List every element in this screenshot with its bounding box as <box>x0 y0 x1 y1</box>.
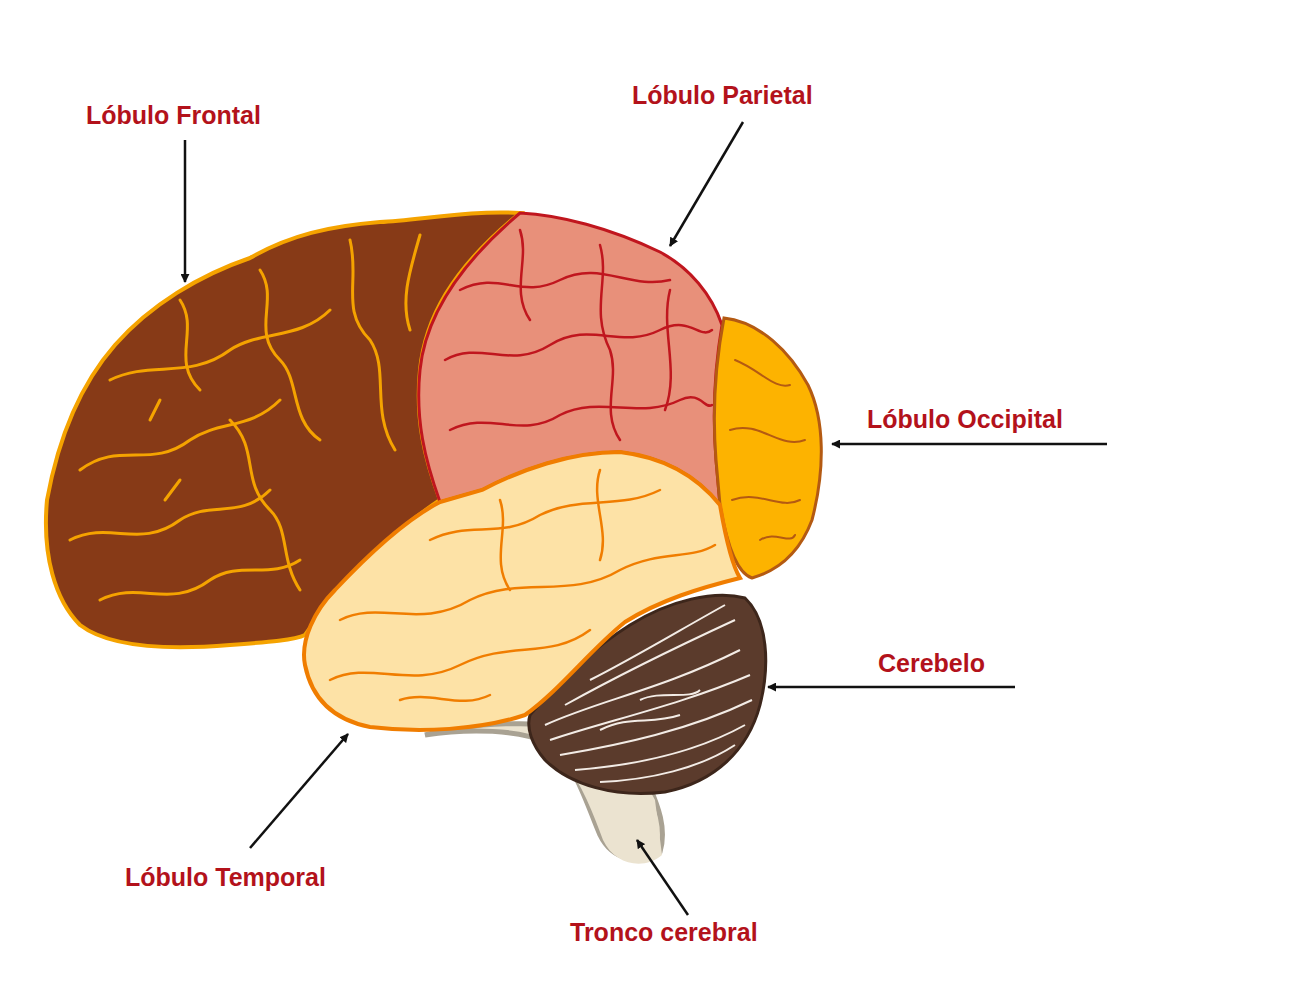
leader-arrow <box>768 686 1015 689</box>
region-label: Lóbulo Temporal <box>125 862 326 892</box>
temporal-lobe-shape <box>304 452 740 730</box>
parietal-gyri <box>445 230 712 440</box>
region-label: Lóbulo Frontal <box>86 100 261 130</box>
leader-arrow <box>637 840 688 915</box>
occipital-gyri <box>730 360 805 540</box>
temporal-gyri <box>330 470 715 701</box>
frontal-gyri <box>70 235 420 600</box>
leader-arrow <box>250 734 348 848</box>
leader-arrow <box>832 443 1107 446</box>
leader-arrow <box>184 140 187 282</box>
region-label: Lóbulo Parietal <box>632 80 813 110</box>
region-label: Cerebelo <box>878 648 985 678</box>
region-label: Lóbulo Occipital <box>867 404 1063 434</box>
region-label: Tronco cerebral <box>570 917 758 947</box>
occipital-lobe-shape <box>714 318 821 578</box>
leader-arrow <box>670 122 743 246</box>
leader-arrows <box>185 122 1107 915</box>
